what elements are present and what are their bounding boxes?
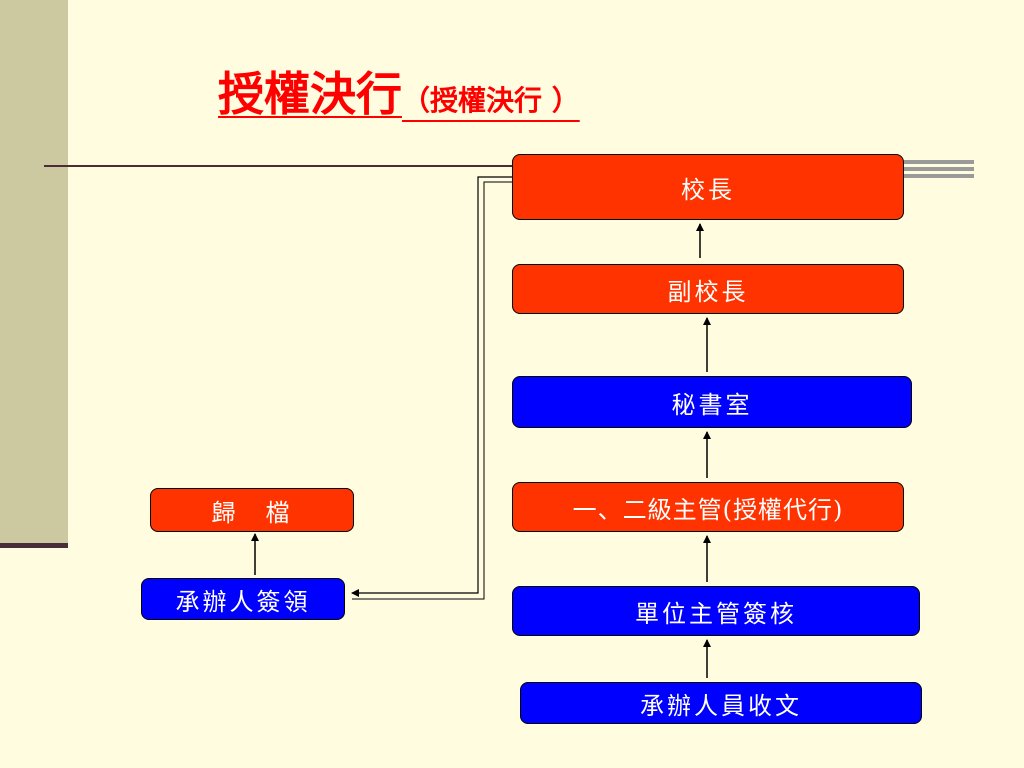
node-archive: 歸 檔 bbox=[150, 488, 354, 532]
left-decor-bar bbox=[0, 0, 68, 545]
right-decor-rule bbox=[904, 160, 974, 178]
return-line-outer bbox=[351, 176, 512, 597]
node-handler-sign: 承辦人簽領 bbox=[141, 578, 345, 620]
slide-title: 授權決行（授權決行 ） bbox=[218, 58, 580, 124]
title-sub: （授權決行 ） bbox=[402, 84, 580, 117]
node-vice-principal: 副校長 bbox=[512, 264, 904, 314]
left-decor-line bbox=[0, 543, 68, 548]
node-staff-receive: 承辦人員收文 bbox=[520, 682, 922, 724]
node-principal: 校長 bbox=[512, 154, 904, 220]
node-managers: 一、二級主管(授權代行) bbox=[512, 482, 904, 532]
node-secretariat: 秘書室 bbox=[512, 376, 912, 428]
node-unit-supervisor: 單位主管簽核 bbox=[512, 586, 920, 636]
title-rule bbox=[44, 165, 514, 167]
title-main: 授權決行 bbox=[218, 67, 402, 121]
return-line-inner bbox=[352, 181, 512, 600]
